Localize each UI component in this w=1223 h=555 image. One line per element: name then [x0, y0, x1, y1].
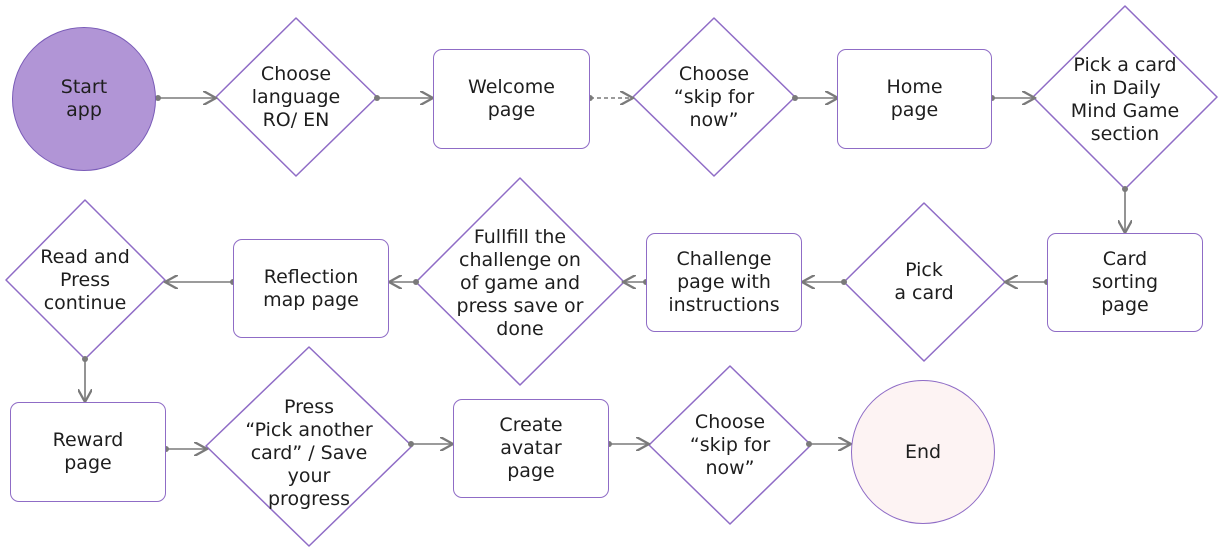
- connector-dot: [82, 356, 88, 362]
- start-node: Start app: [12, 27, 156, 171]
- diamond-pick-another: [205, 346, 413, 547]
- reward-page-node: Reward page: [10, 402, 166, 502]
- start-label: Start app: [60, 76, 108, 121]
- reflection-map-node: Reflection map page: [233, 239, 389, 338]
- reflection-map-label: Reflection map page: [263, 265, 359, 311]
- welcome-page-label: Welcome page: [468, 76, 555, 121]
- challenge-page-label: Challenge page with instructions: [668, 248, 780, 316]
- pick-card-label: Pick a card: [894, 259, 954, 304]
- connector-dot: [374, 95, 380, 101]
- diamond-skip-1: [632, 17, 796, 177]
- diamond-fulfill: [415, 177, 625, 386]
- skip-2-label: Choose “skip for now”: [689, 410, 771, 479]
- end-node: End: [851, 380, 995, 524]
- reward-page-label: Reward page: [52, 429, 124, 474]
- home-page-label: Home page: [886, 76, 943, 121]
- pick-another-label: Press “Pick another card” / Save your pr…: [245, 396, 373, 510]
- end-label: End: [904, 440, 942, 463]
- create-avatar-node: Create avatar page: [453, 399, 609, 498]
- card-sorting-node: Card sorting page: [1047, 233, 1203, 332]
- card-sorting-label: Card sorting page: [1091, 248, 1159, 316]
- diamond-choose-language: [215, 17, 378, 177]
- connector-dot: [1122, 186, 1128, 192]
- diamond-skip-2: [648, 365, 812, 525]
- home-page-node: Home page: [837, 49, 992, 149]
- fulfill-label: Fullfill the challenge on of game and pr…: [456, 225, 584, 340]
- pick-daily-label: Pick a card in Daily Mind Game section: [1070, 54, 1180, 145]
- connector-dot: [841, 279, 847, 285]
- connector-dot: [155, 95, 161, 101]
- skip-1-label: Choose “skip for now”: [673, 63, 755, 131]
- connector-dot: [806, 441, 812, 447]
- connector-dot: [792, 95, 798, 101]
- challenge-page-node: Challenge page with instructions: [646, 233, 802, 332]
- create-avatar-label: Create avatar page: [499, 414, 563, 482]
- connector-dot: [413, 279, 419, 285]
- welcome-page-node: Welcome page: [433, 49, 590, 149]
- choose-language-label: Choose language RO/ EN: [251, 63, 341, 131]
- read-press-label: Read and Press continue: [40, 245, 130, 314]
- connector-dot: [408, 441, 414, 447]
- diamond-pick-card: [843, 202, 1006, 362]
